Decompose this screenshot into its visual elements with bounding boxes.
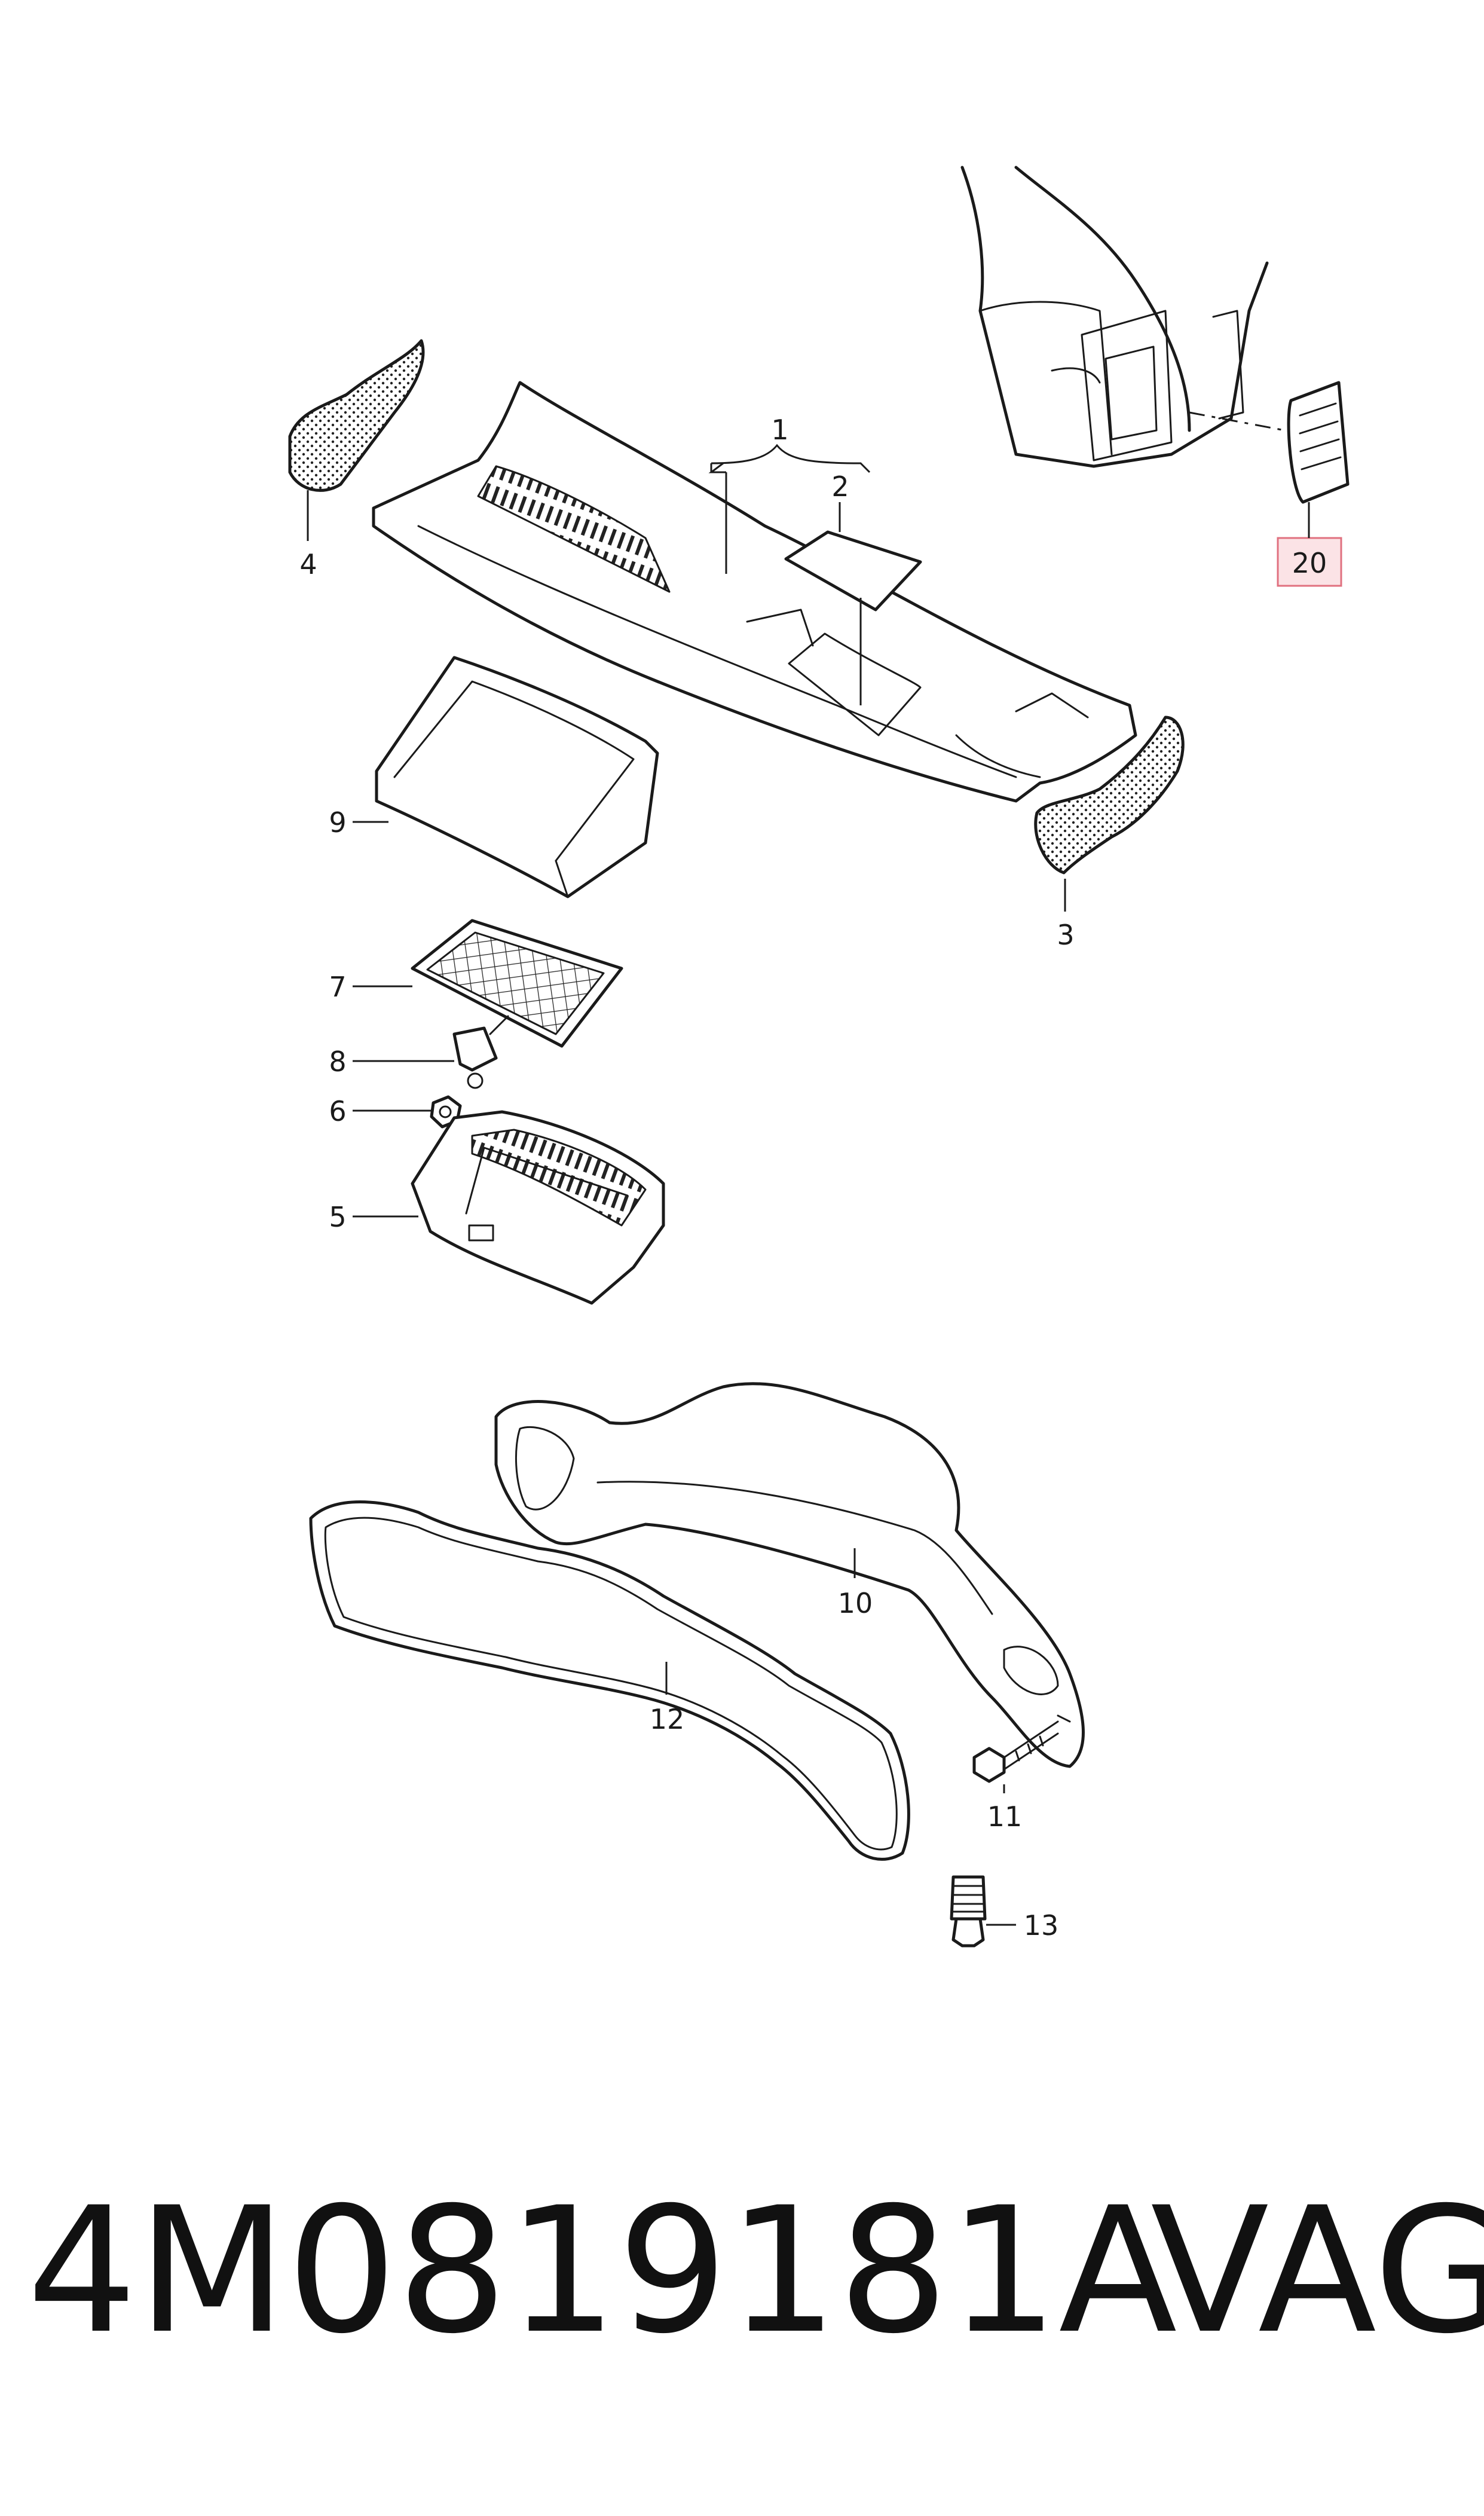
callout-13: 13 [1024,1909,1059,1942]
callout-3: 3 [1057,919,1074,951]
callout-7: 7 [329,971,346,1003]
part-10-shield [494,1382,1085,1768]
callout-11: 11 [987,1800,1023,1833]
part-4-left-seal [288,339,425,492]
callout-10: 10 [838,1587,873,1619]
callout-20-highlight [1277,537,1342,587]
part-11-bolt [972,1720,1059,1783]
part-7-mesh-filter [411,919,623,1048]
part-5-housing-tray [411,1110,665,1305]
callout-5: 5 [329,1201,346,1233]
part-2-label-plate [784,530,922,612]
part-1-cowl-panel [372,381,1137,803]
part-12-seal-ring [309,1500,910,1861]
brand-name: VAG [1151,2170,1484,2372]
callout-4: 4 [299,548,317,580]
parts-exploded-diagram: 20 4 1 2 3 9 7 [288,166,1350,1948]
footer: 4M0819181A VAG [27,2170,1484,2372]
callout-2: 2 [831,470,849,503]
callout-20: 20 [1292,547,1327,579]
callout-12: 12 [650,1703,685,1735]
part-3-right-seal [1034,716,1185,875]
callout-1: 1 [771,414,788,446]
part-number: 4M0819181A [27,2170,1177,2372]
part-20-vent-grille [1189,381,1350,504]
part-8-sensor [452,1015,509,1089]
callout-8: 8 [329,1045,346,1078]
callout-9: 9 [329,806,346,839]
part-9-cover-box [375,656,659,898]
part-13-clip [950,1875,987,1948]
callout-6: 6 [329,1095,346,1127]
fender-context-drawing [960,166,1269,468]
